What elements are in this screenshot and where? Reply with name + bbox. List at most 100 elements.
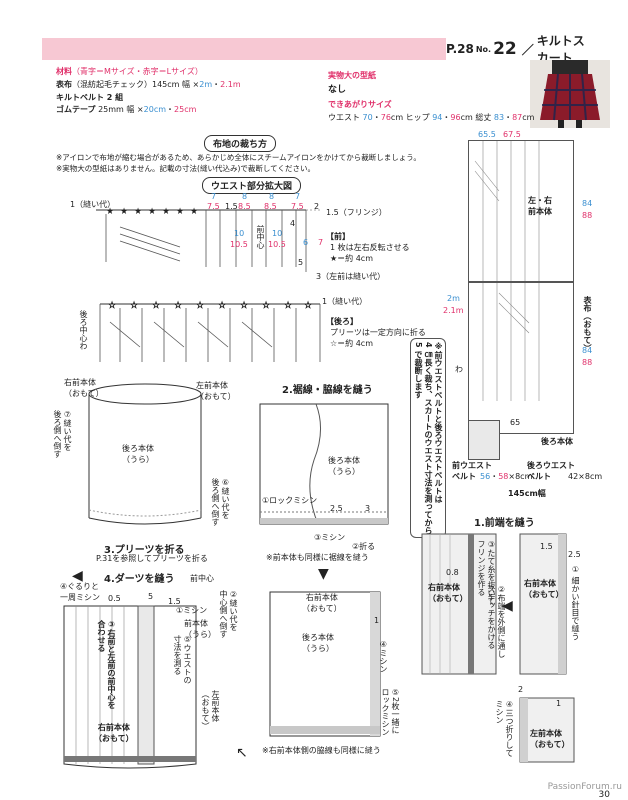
hem-fold-diagram <box>519 697 575 763</box>
pattern-value: なし <box>328 85 347 95</box>
dim-85-l: 8.5 <box>238 202 251 211</box>
svg-text:☆: ☆ <box>108 301 116 311</box>
side-machine: ④ミシン <box>379 640 388 673</box>
cutting-note-2: ※実物大の型紙はありません。記載の寸法(縫い代込み)で裁断してください。 <box>56 164 315 173</box>
side-lock-both: ⑤2枚一緒に ロックミシン <box>381 688 400 736</box>
fabric-width: 145cm幅 <box>508 489 546 498</box>
edge-right-front-2: 右前本体 （おもて） <box>524 579 564 599</box>
svg-text:☆: ☆ <box>130 301 138 311</box>
page-ref: P.28 <box>446 42 474 56</box>
svg-text:★: ★ <box>176 207 184 217</box>
edge-25: 2.5 <box>568 550 581 559</box>
fold-wa: わ <box>455 365 463 374</box>
cutting-note-1: ※アイロンで布地が縮む場合があるため、あらかじめ全体にスチームアイロンをかけてか… <box>56 153 421 162</box>
left-arrow-icon: ◀ <box>502 598 513 614</box>
length-21m: 2.1m <box>443 306 464 315</box>
tube-back-body: 後ろ本体 （うら） <box>122 444 154 464</box>
dim-8-m: 8 <box>242 192 248 201</box>
dart-note-4: ④ぐるりと 一周ミシン <box>60 582 100 602</box>
dart-note-3: ③右前と左前の前中心を 合わせる <box>97 620 116 709</box>
svg-text:☆: ☆ <box>218 301 226 311</box>
dim-75b-l: 7.5 <box>291 202 304 211</box>
step4-title: 4.ダーツを縫う <box>104 574 175 585</box>
hem-25: 2.5 <box>330 504 343 513</box>
fold-left-front: 左前本体 （おもて） <box>530 729 570 749</box>
front-body-piece <box>468 140 574 282</box>
dart-note-2: ②縫い代を 中心側へ倒す <box>219 590 238 638</box>
note-seam-back-7: ⑦縫い代を 後ろ側へ倒す <box>53 410 72 458</box>
height-88-l: 88 <box>582 211 593 220</box>
edge-stitch-diagram <box>519 533 567 675</box>
seam-allowance-3: 3（左前は縫い代） <box>316 272 386 281</box>
diag-arrow-icon: ↖ <box>236 745 248 761</box>
dart-note-1: ①ミシン <box>176 606 208 615</box>
dim-75-l: 7.5 <box>207 202 220 211</box>
seam-allowance-1b: 1（縫い代） <box>322 297 368 306</box>
item-number: 22 <box>493 39 517 59</box>
belt-side-note: ※前ウエストベルトと後ろウエストベルトは 4 ㎝長く裁ち、スカートのウエスト寸法… <box>410 338 446 539</box>
back-note-2: ☆＝約 4cm <box>330 339 373 348</box>
edge-right-front: 右前本体 （おもて） <box>428 583 468 603</box>
front-piece-label: 左・右 前本体 <box>528 196 552 216</box>
back-note-1: プリーツは一定方向に折る <box>330 328 426 337</box>
svg-text:★: ★ <box>162 207 170 217</box>
svg-text:☆: ☆ <box>174 301 182 311</box>
side-note: ※右前本体側の脇線も同様に縫う <box>262 746 381 755</box>
svg-text:☆: ☆ <box>240 301 248 311</box>
dim-7-m: 7 <box>211 192 217 201</box>
dim-7-l: 7 <box>318 238 324 247</box>
svg-text:☆: ☆ <box>284 301 292 311</box>
hem-lock-stitch: ①ロックミシン <box>262 496 318 505</box>
finished-heading: できあがりサイズ <box>328 100 392 109</box>
side-seam-diagram <box>269 591 381 737</box>
dim-7b-m: 7 <box>295 192 301 201</box>
page-number: 30 <box>598 790 610 800</box>
hem-3: 3 <box>365 504 371 513</box>
front-waist-belt-label: 前ウエスト ベルト <box>452 461 492 481</box>
front-center-label: 前中心 <box>256 225 265 249</box>
front-waist-belt-size: 56・58×8cm <box>480 472 533 481</box>
dim-15: 1.5 <box>225 202 238 211</box>
edge-15: 1.5 <box>540 542 553 551</box>
omote-label: 表布（おもて） <box>583 296 592 352</box>
dart-05: 0.5 <box>108 594 121 603</box>
dart-left-front: 左前本体 （おもて） <box>201 690 220 730</box>
pattern-heading: 実物大の型紙 <box>328 71 376 80</box>
dim-10-m: 10 <box>234 229 245 238</box>
cutting-title: 布地の裁ち方 <box>204 135 277 152</box>
width-65: 65 <box>510 418 521 427</box>
height-88b-l: 88 <box>582 358 593 367</box>
svg-text:★: ★ <box>190 207 198 217</box>
dim-6-m: 6 <box>303 238 309 247</box>
edge-note-2: ②布端を外側に通し ステッチをかける <box>487 585 506 658</box>
page-header: P.28 No. 22 ／ キルトスカート <box>446 34 596 65</box>
dart-diagram <box>63 605 197 769</box>
tube-right-front: 右前本体 （おもて） <box>64 378 104 398</box>
edge-note-1: ① 細かい針目で縫う <box>571 565 580 641</box>
waist-detail-title: ウエスト部分拡大図 <box>202 177 302 194</box>
step2-title: 2.裾線・脇線を縫う <box>282 385 373 396</box>
hem-diagram <box>259 403 389 525</box>
svg-text:★: ★ <box>106 207 114 217</box>
finished-sizes: ウエスト 70・76cm ヒップ 94・96cm 総丈 83・87cm <box>328 113 535 122</box>
materials-heading: 材料（青字＝Mサイズ・赤字＝Lサイズ） <box>56 67 203 76</box>
hem-back-body: 後ろ本体 （うら） <box>328 456 360 476</box>
dim-4: 4 <box>290 219 296 228</box>
side-right-front: 右前本体 （おもて） <box>302 593 342 613</box>
svg-text:☆: ☆ <box>152 301 160 311</box>
seam-allowance-1: 1（縫い代） <box>70 200 116 209</box>
step-arrow-icon: ◀ <box>72 568 83 584</box>
edge-08: 0.8 <box>446 568 459 577</box>
header-accent-bar <box>42 38 446 60</box>
tube-body-diagram <box>88 383 202 525</box>
waist-back-diagram: ☆☆☆☆☆☆☆☆☆☆ <box>99 301 321 362</box>
dart-5: 5 <box>148 592 154 601</box>
svg-text:☆: ☆ <box>262 301 270 311</box>
dim-2: 2 <box>314 202 320 211</box>
dim-105-l: 10.5 <box>230 240 248 249</box>
tube-left-front: 左前本体 （おもて） <box>196 381 236 401</box>
materials-fabric: 表布（混紡起毛チェック）145cm 幅 ×2m・2.1m <box>56 80 241 89</box>
step3-sub: P.31を参照してプリーツを折る <box>96 554 208 563</box>
svg-text:★: ★ <box>148 207 156 217</box>
side-1: 1 <box>374 616 380 625</box>
